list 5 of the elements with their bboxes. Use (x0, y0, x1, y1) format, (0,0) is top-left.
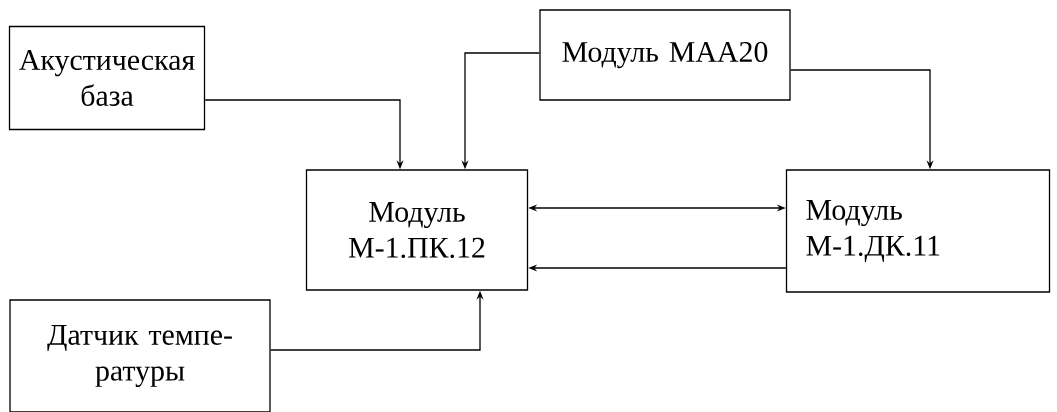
module-box: Модуль М-1.ДК.11 (785, 169, 1051, 293)
module-box: Акустическая база (8, 25, 206, 131)
module-box: Датчик темпе- ратуры (9, 299, 271, 412)
module-box: Модуль МАА20 (539, 9, 791, 101)
module-box: Модуль М-1.ПК.12 (305, 169, 529, 291)
